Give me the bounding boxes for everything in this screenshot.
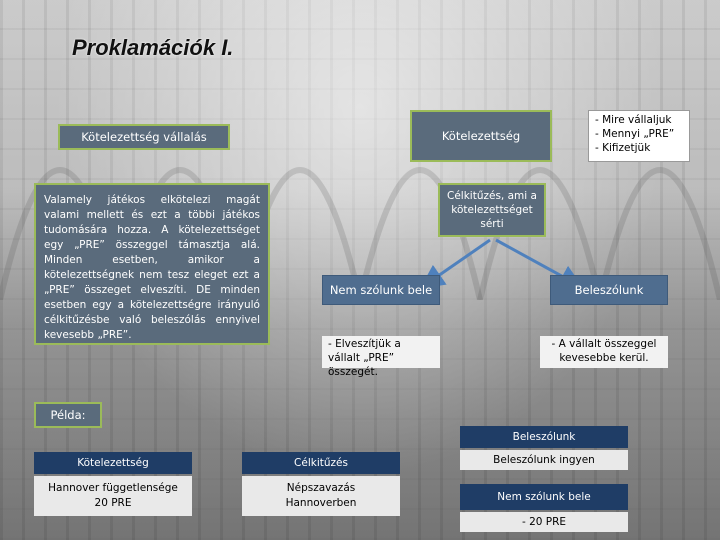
- example-no-say: Nem szólunk bele: [460, 484, 628, 510]
- lose-pre-note: - Elveszítjük a vállalt „PRE” összegét.: [322, 336, 440, 368]
- example-right-header: Beleszólunk: [460, 426, 628, 448]
- example-cell-commitment: Hannover függetlensége 20 PRE: [34, 476, 192, 516]
- example-header-commitment: Kötelezettség: [34, 452, 192, 474]
- no-say-box: Nem szólunk bele: [322, 275, 440, 305]
- example-cell-goal: Népszavazás Hannoverben: [242, 476, 400, 516]
- example-intervene-free: Beleszólunk ingyen: [460, 450, 628, 470]
- intervene-box: Beleszólunk: [550, 275, 668, 305]
- example-label: Példa:: [34, 402, 102, 428]
- example-header-goal: Célkitűzés: [242, 452, 400, 474]
- less-cost-note: - A vállalt összeggel kevesebbe kerül.: [540, 336, 668, 368]
- example-cost: - 20 PRE: [460, 512, 628, 532]
